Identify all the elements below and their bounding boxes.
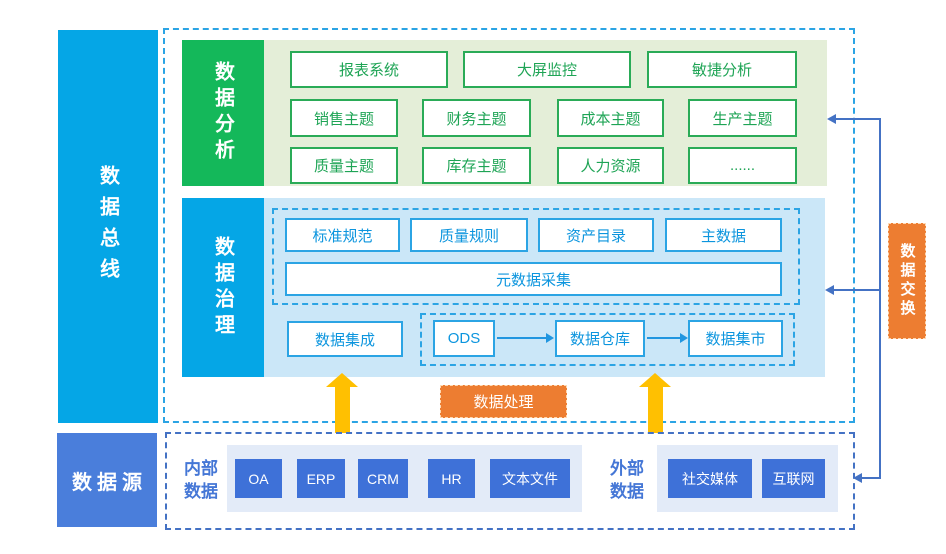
analysis-box-ellipsis: ...... bbox=[688, 147, 797, 184]
data-source-label: 数据源 bbox=[57, 433, 157, 527]
exchange-arrow-analysis-head-icon bbox=[827, 114, 836, 124]
governance-section-label: 数据治理 bbox=[182, 198, 264, 377]
analysis-box-quality-theme: 质量主题 bbox=[290, 147, 398, 184]
governance-rules-container bbox=[272, 208, 800, 305]
exchange-connector-vertical-line bbox=[879, 118, 881, 479]
governance-box-metadata-collection: 元数据采集 bbox=[285, 262, 782, 296]
source-box-erp: ERP bbox=[297, 459, 345, 498]
analysis-box-dashboard-monitor: 大屏监控 bbox=[463, 51, 631, 88]
source-box-internet: 互联网 bbox=[762, 459, 825, 498]
governance-box-quality-rules: 质量规则 bbox=[410, 218, 528, 252]
analysis-box-report-system: 报表系统 bbox=[290, 51, 448, 88]
source-box-text-files: 文本文件 bbox=[490, 459, 570, 498]
up-arrow-left-head-icon bbox=[326, 373, 358, 387]
analysis-box-agile-analysis: 敏捷分析 bbox=[647, 51, 797, 88]
governance-box-data-integration: 数据集成 bbox=[287, 321, 403, 357]
up-arrow-left-shaft bbox=[335, 386, 350, 433]
analysis-box-cost-theme: 成本主题 bbox=[557, 99, 664, 137]
arrow-ods-to-warehouse bbox=[497, 337, 546, 339]
data-source-container bbox=[165, 432, 855, 530]
analysis-box-sales-theme: 销售主题 bbox=[290, 99, 398, 137]
exchange-arrow-source-head-icon bbox=[853, 473, 862, 483]
data-bus-label: 数据总线 bbox=[58, 30, 158, 423]
exchange-arrow-source-line bbox=[862, 477, 881, 479]
governance-box-asset-catalog: 资产目录 bbox=[538, 218, 654, 252]
governance-pipeline-container bbox=[420, 313, 795, 366]
analysis-box-inventory-theme: 库存主题 bbox=[422, 147, 531, 184]
analysis-box-finance-theme: 财务主题 bbox=[422, 99, 531, 137]
source-box-hr: HR bbox=[428, 459, 475, 498]
arrow-warehouse-to-mart-head-icon bbox=[680, 333, 688, 343]
analysis-box-production-theme: 生产主题 bbox=[688, 99, 797, 137]
arrow-ods-to-warehouse-head-icon bbox=[546, 333, 554, 343]
pipeline-box-data-mart: 数据集市 bbox=[688, 320, 783, 357]
data-processing-box: 数据处理 bbox=[440, 385, 567, 418]
source-box-crm: CRM bbox=[358, 459, 408, 498]
exchange-arrow-governance-line bbox=[834, 289, 881, 291]
source-box-oa: OA bbox=[235, 459, 282, 498]
up-arrow-right-head-icon bbox=[639, 373, 671, 387]
data-exchange-box: 数据交换 bbox=[888, 223, 926, 339]
analysis-section-label: 数据分析 bbox=[182, 40, 264, 186]
source-box-social-media: 社交媒体 bbox=[668, 459, 752, 498]
internal-data-label: 内部数据 bbox=[184, 459, 218, 501]
governance-box-standards: 标准规范 bbox=[285, 218, 400, 252]
governance-box-master-data: 主数据 bbox=[665, 218, 782, 252]
analysis-box-hr-theme: 人力资源 bbox=[557, 147, 664, 184]
exchange-arrow-analysis-line bbox=[836, 118, 881, 120]
pipeline-box-ods: ODS bbox=[433, 320, 495, 357]
up-arrow-right-shaft bbox=[648, 386, 663, 433]
exchange-arrow-governance-head-icon bbox=[825, 285, 834, 295]
pipeline-box-data-warehouse: 数据仓库 bbox=[555, 320, 645, 357]
external-data-label: 外部数据 bbox=[610, 459, 644, 501]
arrow-warehouse-to-mart bbox=[647, 337, 680, 339]
data-bus-container bbox=[163, 28, 855, 423]
